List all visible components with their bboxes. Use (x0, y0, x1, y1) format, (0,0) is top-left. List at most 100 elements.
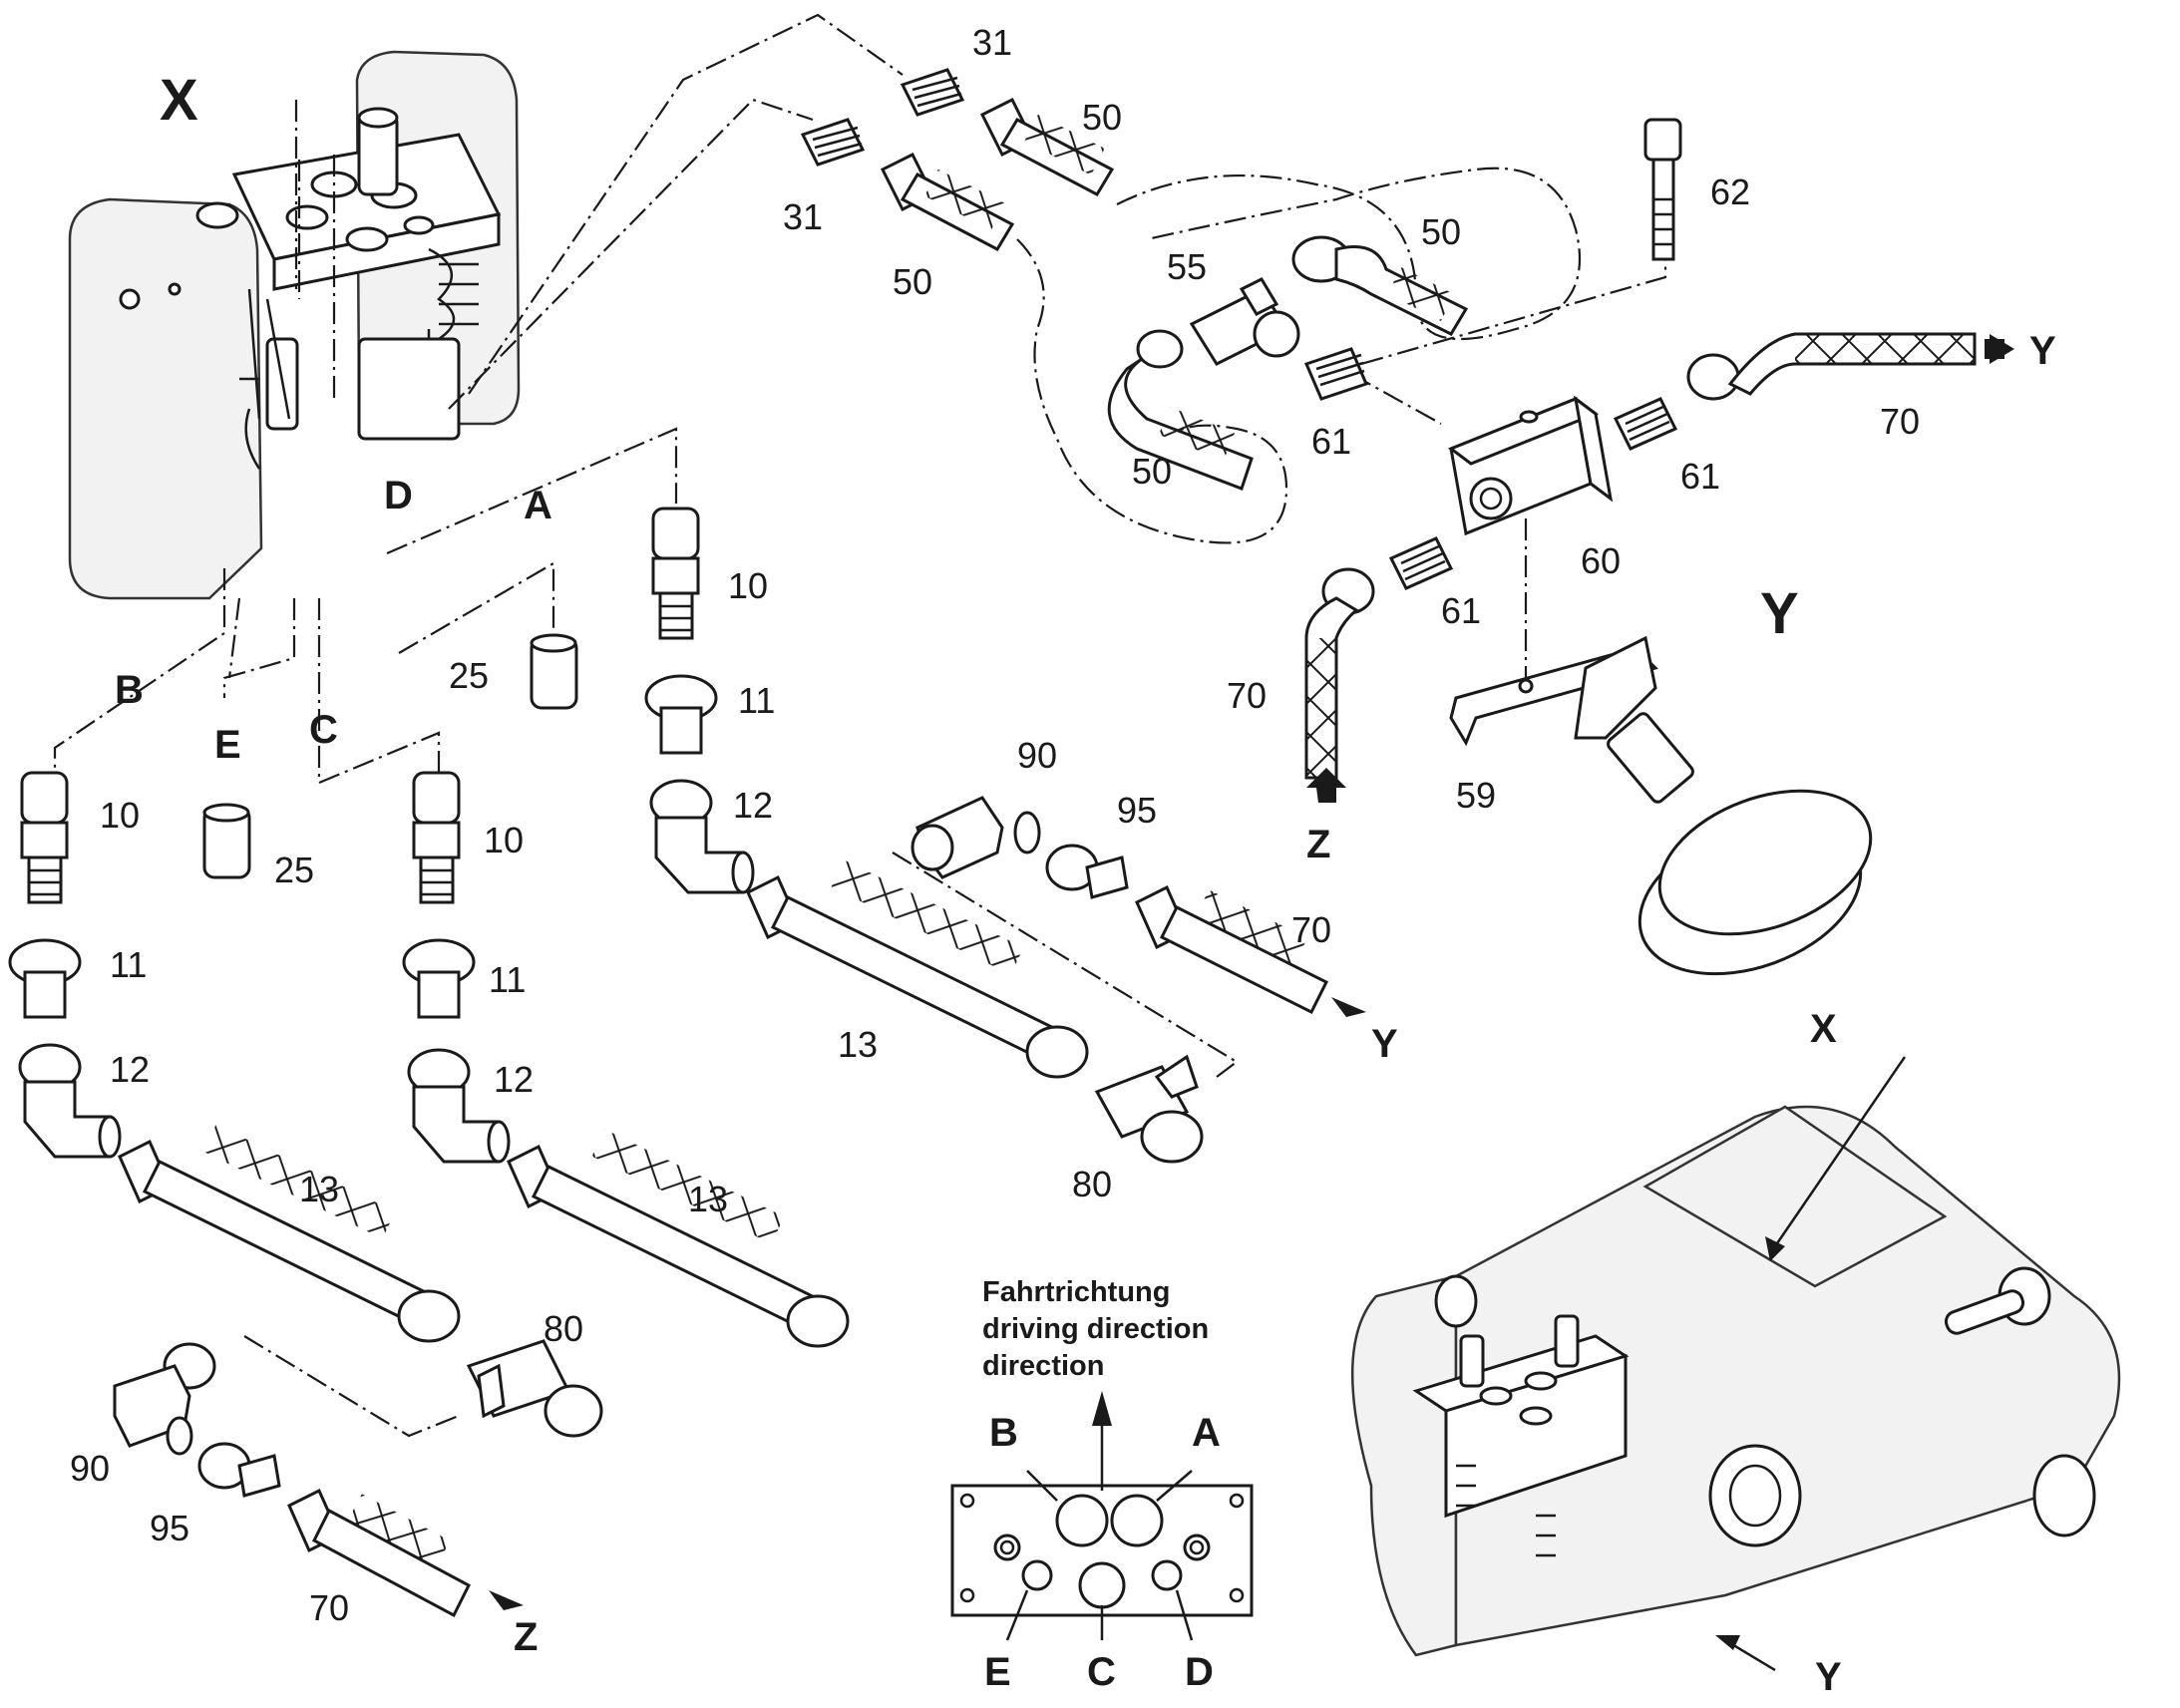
part-number-31: 31 (783, 196, 823, 237)
port-labels: A B C D E (115, 474, 552, 767)
part-number-70: 70 (1227, 675, 1267, 716)
part-number-62: 62 (1710, 171, 1750, 212)
part-number-90: 90 (70, 1448, 110, 1489)
plug-25-d (530, 633, 578, 710)
hose-50-upper (979, 97, 1115, 196)
part-number-70: 70 (1880, 401, 1920, 442)
plug-25-e (202, 803, 251, 879)
part-number-10: 10 (484, 820, 524, 860)
part-number-12: 12 (110, 1049, 150, 1090)
direction-legend-plate (950, 1391, 1254, 1641)
tee-80-left (466, 1339, 603, 1438)
quick-coupler-overview (1350, 1056, 2121, 1672)
legend-port-e: E (984, 1650, 1011, 1694)
flow-arrows (489, 334, 2014, 1610)
elbow-12-c (407, 1048, 511, 1164)
connection-lines (53, 13, 1667, 1438)
fitting-61-bottom (1388, 536, 1454, 590)
flow-label-z-out: Z (514, 1615, 538, 1659)
fitting-61-right (1613, 397, 1678, 451)
fitting-61-top (1303, 347, 1369, 401)
fitting-95-right (1045, 844, 1129, 899)
part-number-11: 11 (738, 680, 775, 721)
part-number-50: 50 (1421, 211, 1461, 252)
legend-line-1: Fahrtrichtung (982, 1276, 1171, 1308)
part-number-10: 10 (100, 795, 140, 836)
hose-50-elbow-top (1291, 235, 1469, 336)
part-number-11: 11 (489, 959, 526, 1000)
hose-70-y-out (1135, 884, 1329, 1015)
part-number-61: 61 (1441, 590, 1481, 631)
part-number-11: 11 (110, 944, 147, 985)
part-number-25: 25 (274, 850, 314, 890)
manifold-60 (1447, 395, 1614, 536)
part-number-13: 13 (838, 1024, 878, 1065)
pressure-gauge (1607, 712, 1873, 976)
part-number-90: 90 (1017, 735, 1057, 776)
tee-80-right (1094, 1054, 1204, 1164)
legend-line-3: direction (982, 1350, 1104, 1382)
legend-port-b: B (989, 1411, 1018, 1455)
port-label-c: C (309, 708, 338, 752)
legend-port-c: C (1087, 1650, 1116, 1694)
adapter-11-c (402, 938, 476, 1019)
fitting-31-lower (800, 118, 866, 167)
hose-13-a (746, 859, 1089, 1079)
hose-70-z-out (287, 1488, 471, 1618)
part-number-10: 10 (728, 565, 768, 606)
part-number-31: 31 (972, 22, 1012, 63)
part-number-55: 55 (1167, 246, 1207, 287)
overview-arrow-label-y: Y (1815, 1655, 1842, 1699)
port-label-b: B (115, 668, 144, 712)
elbow-90-right (910, 796, 1041, 879)
elbow-12-a (649, 779, 755, 894)
part-number-70: 70 (1291, 909, 1331, 950)
hose-50-middle (880, 152, 1015, 251)
part-number-50: 50 (1082, 97, 1122, 138)
adapter-11-b (8, 938, 82, 1019)
part-number-95: 95 (150, 1508, 189, 1548)
elbow-12-b (18, 1043, 122, 1159)
part-numbers: 31 31 50 50 50 50 55 62 61 61 61 60 70 7… (70, 22, 1920, 1628)
part-number-61: 61 (1311, 421, 1351, 462)
fitting-95-left (197, 1442, 281, 1498)
part-number-13: 13 (688, 1179, 728, 1219)
bracket-59 (1449, 635, 1658, 747)
part-number-50: 50 (893, 261, 932, 302)
port-label-a: A (524, 484, 552, 527)
direction-legend: Fahrtrichtung driving direction directio… (982, 1276, 1221, 1694)
fitting-10-a (651, 507, 700, 640)
view-label-x: X (160, 68, 198, 133)
legend-port-a: A (1192, 1411, 1221, 1455)
flow-label-z-in: Z (1306, 823, 1330, 866)
part-number-60: 60 (1581, 540, 1621, 581)
part-number-80: 80 (544, 1308, 583, 1349)
part-number-12: 12 (494, 1059, 534, 1100)
part-number-61: 61 (1680, 456, 1720, 497)
hose-70-z-in (1304, 567, 1375, 780)
tee-55 (1189, 277, 1300, 366)
part-number-50: 50 (1132, 451, 1172, 492)
port-label-d: D (384, 474, 413, 517)
bolt-62 (1643, 118, 1682, 261)
flow-labels: Y Y Z Z (514, 329, 2056, 1659)
fitting-10-b (20, 771, 69, 904)
view-labels: X Y X Y (160, 68, 1842, 1699)
valve-block-x (68, 50, 521, 600)
fitting-31-upper (900, 68, 965, 117)
hose-70-y-in (1686, 332, 1977, 401)
elbow-90-left (113, 1342, 216, 1456)
flow-label-y-in: Y (2029, 329, 2056, 373)
hose-13-b (118, 1124, 461, 1343)
port-label-e: E (214, 723, 241, 767)
view-label-y: Y (1760, 581, 1799, 646)
legend-port-d: D (1185, 1650, 1214, 1694)
part-number-95: 95 (1117, 790, 1157, 831)
part-number-59: 59 (1456, 775, 1496, 816)
part-number-80: 80 (1072, 1164, 1112, 1204)
part-number-12: 12 (733, 785, 773, 826)
fitting-10-c (412, 771, 461, 904)
hose-13-c (507, 1129, 850, 1348)
part-number-70: 70 (309, 1587, 349, 1628)
